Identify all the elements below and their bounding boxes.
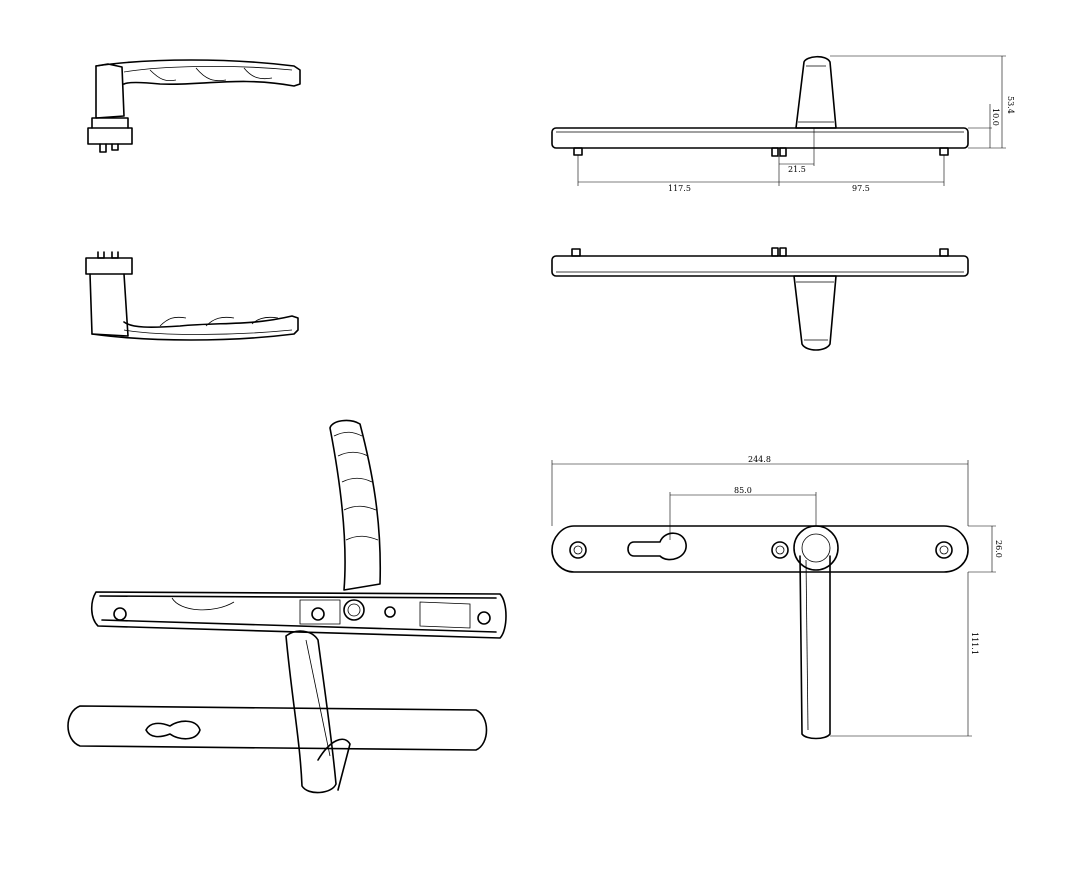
dim-111-1: 111.1 (970, 632, 979, 655)
dim-53-4: 53.4 (1006, 96, 1015, 114)
dim-26-0: 26.0 (994, 540, 1003, 558)
dim-21-5: 21.5 (788, 165, 806, 174)
plate-top-view: 53.4 10.0 21.5 117.5 97.5 (551, 55, 1015, 193)
handle-side-view-top (87, 59, 301, 153)
handle-side-view-bottom (85, 251, 299, 341)
dim-244-8: 244.8 (748, 455, 771, 464)
dim-117-5: 117.5 (668, 184, 691, 193)
dim-97-5: 97.5 (852, 184, 870, 193)
isometric-assembly (67, 419, 507, 794)
dim-10-0: 10.0 (991, 108, 1000, 126)
plate-bottom-view (551, 247, 969, 351)
front-view: 244.8 85.0 26.0 111.1 (551, 455, 1003, 740)
dim-85-0: 85.0 (734, 486, 752, 495)
